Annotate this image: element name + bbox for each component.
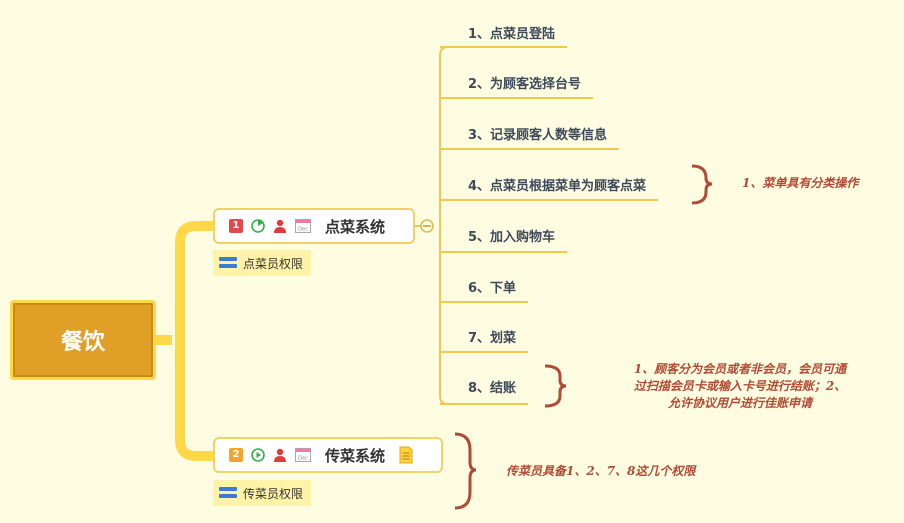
subtopic-record-guests[interactable]: 3、记录顾客人数等信息 bbox=[468, 128, 608, 143]
annotation-serve-permissions: 传菜员具备1、2、7、8这几个权限 bbox=[506, 464, 696, 478]
person-icon bbox=[274, 448, 286, 462]
annotation-line: 1、顾客分为会员或者非会员，会员可通 bbox=[633, 362, 847, 376]
branch-order-system[interactable]: 1 Dec 点菜系统 bbox=[213, 208, 415, 244]
priority-icon: 1 bbox=[229, 219, 243, 233]
calendar-icon: Dec bbox=[295, 219, 311, 233]
root-topic[interactable]: 餐饮 bbox=[10, 300, 156, 380]
subtopic-select-table[interactable]: 2、为顾客选择台号 bbox=[468, 77, 582, 92]
annotation-menu-categories: 1、菜单具有分类操作 bbox=[742, 176, 859, 190]
document-icon bbox=[399, 446, 413, 464]
subtopic-order-dishes[interactable]: 4、点菜员根据菜单为顾客点菜 bbox=[468, 179, 647, 194]
note-label: 传菜员权限 bbox=[243, 486, 304, 501]
subtopic-place-order[interactable]: 6、下单 bbox=[468, 281, 517, 296]
person-icon bbox=[274, 219, 286, 233]
progress-icon bbox=[251, 219, 265, 233]
branch-serve-system[interactable]: 2 Dec 传菜系统 bbox=[213, 437, 443, 473]
svg-text:Dec: Dec bbox=[298, 227, 308, 233]
subtopic-mark-dish[interactable]: 7、划菜 bbox=[468, 331, 517, 346]
subtopic-login[interactable]: 1、点菜员登陆 bbox=[468, 27, 556, 42]
subtopic-checkout[interactable]: 8、结账 bbox=[468, 381, 517, 396]
svg-text:Dec: Dec bbox=[298, 456, 308, 462]
annotation-line: 允许协议用户进行佳账申请 bbox=[667, 396, 812, 410]
notes-icon bbox=[219, 256, 237, 270]
branch-note-order[interactable]: 点菜员权限 bbox=[213, 250, 311, 276]
branch-label: 传菜系统 bbox=[325, 446, 386, 465]
annotation-checkout: 1、顾客分为会员或者非会员，会员可通 过扫描会员卡或输入卡号进行结账；2、 允许… bbox=[600, 361, 880, 412]
subtopic-spine bbox=[439, 46, 449, 405]
subtopic-add-cart[interactable]: 5、加入购物车 bbox=[468, 230, 556, 245]
trunk-connector bbox=[175, 221, 214, 461]
annotation-line: 过扫描会员卡或输入卡号进行结账；2、 bbox=[633, 379, 847, 393]
note-label: 点菜员权限 bbox=[243, 256, 304, 271]
brace-order bbox=[691, 164, 713, 205]
branch-note-serve[interactable]: 传菜员权限 bbox=[213, 480, 311, 506]
notes-icon bbox=[219, 486, 237, 500]
priority-icon: 2 bbox=[229, 448, 243, 462]
branch-label: 点菜系统 bbox=[325, 217, 386, 236]
play-icon bbox=[251, 448, 265, 462]
calendar-icon: Dec bbox=[295, 448, 311, 462]
brace-checkout bbox=[544, 364, 567, 408]
brace-serve bbox=[454, 432, 477, 510]
root-label: 餐饮 bbox=[60, 330, 105, 355]
